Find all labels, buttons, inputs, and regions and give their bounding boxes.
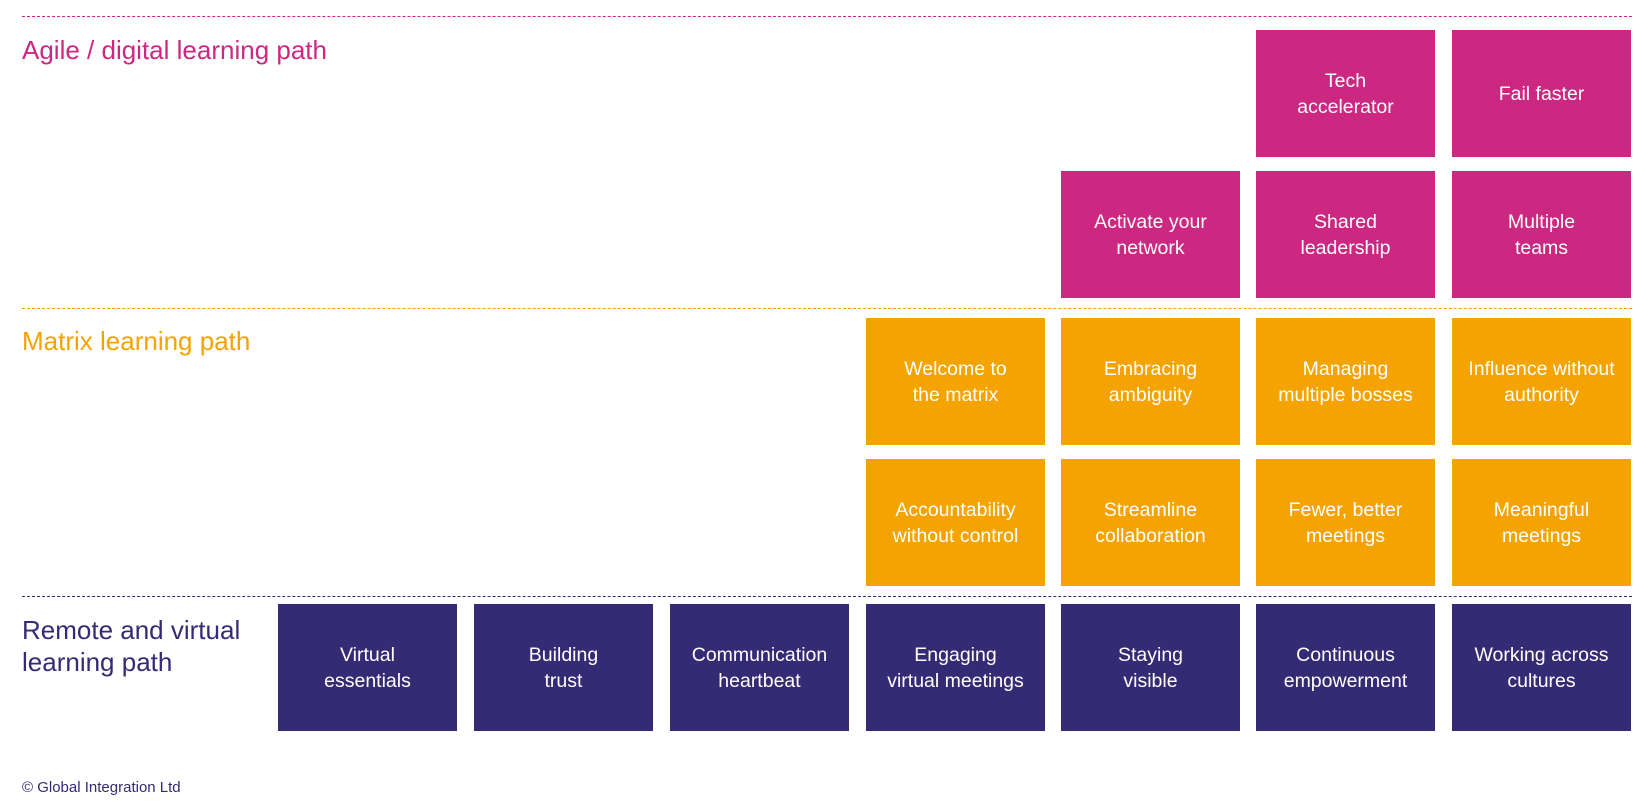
remote-divider xyxy=(22,596,1632,597)
tile-shared-leadership[interactable]: Shared leadership xyxy=(1256,171,1435,298)
tile-multiple-teams[interactable]: Multiple teams xyxy=(1452,171,1631,298)
tile-fail-faster[interactable]: Fail faster xyxy=(1452,30,1631,157)
tile-accountability-without-control[interactable]: Accountability without control xyxy=(866,459,1045,586)
agile-divider xyxy=(22,16,1632,17)
tile-working-across-cultures[interactable]: Working across cultures xyxy=(1452,604,1631,731)
tile-continuous-empowerment[interactable]: Continuous empowerment xyxy=(1256,604,1435,731)
tile-managing-multiple-bosses[interactable]: Managing multiple bosses xyxy=(1256,318,1435,445)
tile-communication-heartbeat[interactable]: Communication heartbeat xyxy=(670,604,849,731)
tile-virtual-essentials[interactable]: Virtual essentials xyxy=(278,604,457,731)
remote-path-title: Remote and virtual learning path xyxy=(22,615,241,677)
tile-welcome-to-the-matrix[interactable]: Welcome to the matrix xyxy=(866,318,1045,445)
tile-staying-visible[interactable]: Staying visible xyxy=(1061,604,1240,731)
tile-tech-accelerator[interactable]: Tech accelerator xyxy=(1256,30,1435,157)
copyright-footer: © Global Integration Ltd xyxy=(22,779,181,796)
tile-fewer-better-meetings[interactable]: Fewer, better meetings xyxy=(1256,459,1435,586)
tile-embracing-ambiguity[interactable]: Embracing ambiguity xyxy=(1061,318,1240,445)
agile-path-title: Agile / digital learning path xyxy=(22,35,327,65)
tile-streamline-collaboration[interactable]: Streamline collaboration xyxy=(1061,459,1240,586)
tile-meaningful-meetings[interactable]: Meaningful meetings xyxy=(1452,459,1631,586)
tile-building-trust[interactable]: Building trust xyxy=(474,604,653,731)
tile-influence-without-authority[interactable]: Influence without authority xyxy=(1452,318,1631,445)
matrix-divider xyxy=(22,308,1632,309)
tile-engaging-virtual-meetings[interactable]: Engaging virtual meetings xyxy=(866,604,1045,731)
matrix-path-title: Matrix learning path xyxy=(22,326,251,356)
tile-activate-your-network[interactable]: Activate your network xyxy=(1061,171,1240,298)
